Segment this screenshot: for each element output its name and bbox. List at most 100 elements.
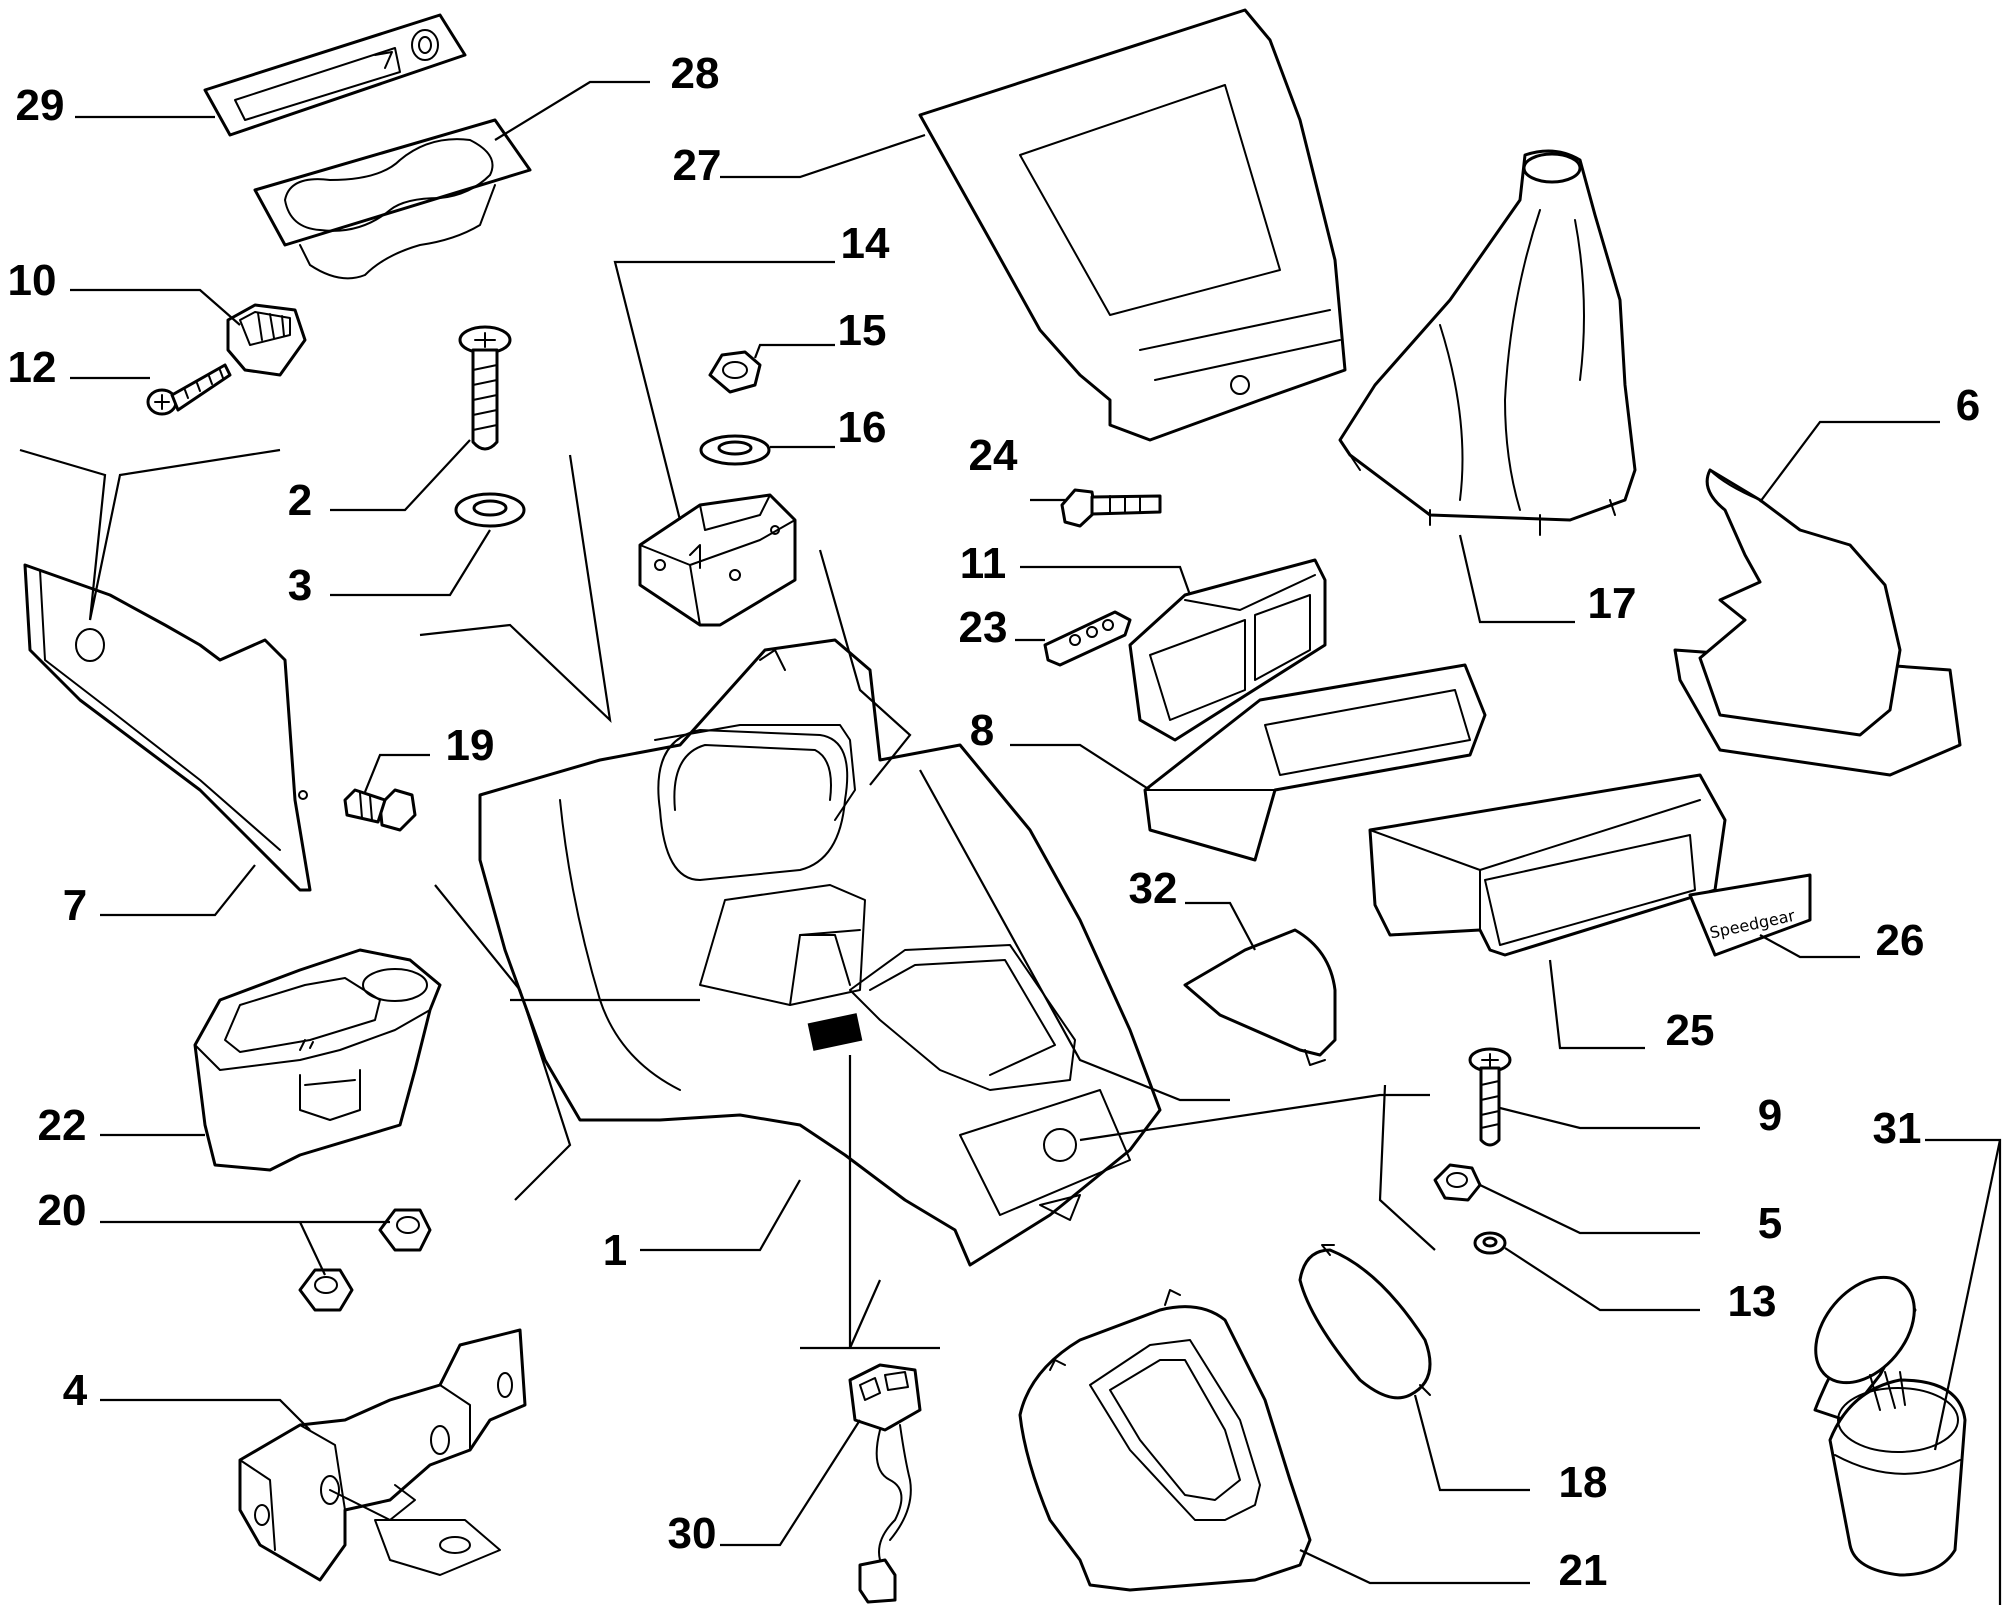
ref-line-console-left <box>419 454 612 724</box>
callout-11: 11 <box>960 539 1007 588</box>
part-nut-15 <box>708 350 762 394</box>
part-switch-30 <box>848 1363 922 1604</box>
leader-8 <box>1010 743 1151 791</box>
part-washer-16 <box>699 434 771 466</box>
leader-31b <box>1933 1139 2002 1451</box>
callout-5: 5 <box>1758 1199 1782 1248</box>
leader-18 <box>1413 1394 1530 1492</box>
leader-7 <box>100 864 256 917</box>
callout-2: 2 <box>288 476 312 525</box>
leader-32 <box>1185 901 1256 951</box>
part-nuts-20 <box>298 1208 432 1312</box>
callout-13: 13 <box>1728 1277 1777 1326</box>
callout-26: 26 <box>1876 916 1925 965</box>
part-connector-23 <box>1043 610 1132 667</box>
part-ashtray-31 <box>1813 1275 1967 1577</box>
callout-14: 14 <box>841 219 890 268</box>
part-upper-trim-27 <box>918 8 1347 442</box>
part-screw-9 <box>1468 1047 1512 1147</box>
part-bezel-11 <box>1128 558 1327 742</box>
callout-30: 30 <box>668 1509 717 1558</box>
part-bolt-24 <box>1060 488 1162 528</box>
part-cover-32 <box>1183 928 1337 1066</box>
callout-15: 15 <box>838 306 887 355</box>
callout-19: 19 <box>446 721 495 770</box>
leader-19 <box>363 753 430 793</box>
callout-22: 22 <box>38 1101 87 1150</box>
callout-16: 16 <box>838 403 887 452</box>
leader-17 <box>1458 534 1575 624</box>
callout-32: 32 <box>1129 864 1178 913</box>
part-washer-3 <box>454 492 526 528</box>
leader-14 <box>613 260 835 521</box>
leader-15 <box>753 343 835 359</box>
part-center-console <box>478 638 1162 1267</box>
part-clip-10 <box>226 303 307 377</box>
leader-25 <box>1548 959 1645 1050</box>
ref-line-panel <box>19 448 281 621</box>
part-boot-surround-21 <box>1018 1289 1312 1592</box>
callout-31: 31 <box>1873 1104 1922 1153</box>
callout-21: 21 <box>1559 1546 1608 1595</box>
ref-line-console-right-low <box>919 769 1230 1102</box>
part-cup-holder-28 <box>253 118 532 280</box>
leader-30 <box>720 1419 861 1547</box>
callout-25: 25 <box>1666 1006 1715 1055</box>
callout-24: 24 <box>969 431 1018 480</box>
part-storage-tray-8 <box>1143 663 1487 862</box>
part-side-panel-7 <box>23 563 312 892</box>
leader-21 <box>1299 1549 1530 1585</box>
ref-line-console-left-low <box>434 884 572 1201</box>
leader-3 <box>330 529 491 597</box>
part-screw-2 <box>458 325 512 451</box>
part-gear-boot-17 <box>1338 149 1637 536</box>
callout-28: 28 <box>671 49 720 98</box>
part-bracket-4 <box>238 1328 527 1582</box>
leader-1 <box>640 1179 801 1252</box>
callout-3: 3 <box>288 561 312 610</box>
callout-20: 20 <box>38 1186 87 1235</box>
leader-28 <box>494 80 650 141</box>
leader-4 <box>100 1398 311 1431</box>
ref-line-rear2 <box>1079 1093 1430 1142</box>
ref-line-console-right <box>818 549 912 786</box>
callout-8: 8 <box>970 706 994 755</box>
callout-18: 18 <box>1559 1458 1608 1507</box>
part-shifter-base-6 <box>1673 468 1962 777</box>
leader-5 <box>1479 1184 1700 1235</box>
leader-27 <box>720 133 926 179</box>
leader-13 <box>1504 1247 1700 1312</box>
callout-4: 4 <box>63 1366 88 1415</box>
leader-9 <box>1499 1106 1700 1130</box>
part-switch-panel-29 <box>203 13 467 137</box>
callout-6: 6 <box>1956 381 1980 430</box>
callout-7: 7 <box>63 881 87 930</box>
part-storage-tray-25 <box>1368 773 1727 957</box>
leader-26 <box>1759 934 1860 959</box>
ref-line-rear <box>1378 1084 1436 1251</box>
leader-6 <box>1759 420 1940 503</box>
part-bolt-19 <box>343 788 417 832</box>
callout-10: 10 <box>8 256 57 305</box>
callout-12: 12 <box>8 343 57 392</box>
part-washer-13 <box>1473 1231 1507 1255</box>
ref-line-switch-v <box>848 1055 882 1349</box>
callout-9: 9 <box>1758 1091 1782 1140</box>
leader-11 <box>1020 565 1192 596</box>
callout-labels: 1 2 3 4 5 6 7 8 9 10 11 12 13 14 15 16 1… <box>8 49 1981 1595</box>
leader-10 <box>70 288 241 326</box>
part-nut-5 <box>1433 1163 1482 1202</box>
leader-20b <box>299 1221 326 1276</box>
callout-27: 27 <box>673 141 722 190</box>
callout-23: 23 <box>959 603 1008 652</box>
part-cover-18 <box>1298 1244 1432 1400</box>
part-storage-bin-22 <box>193 948 442 1172</box>
part-bracket-14 <box>638 493 797 627</box>
leader-lines <box>19 80 2002 1605</box>
callout-1: 1 <box>603 1226 627 1275</box>
callout-17: 17 <box>1588 579 1637 628</box>
leader-2 <box>330 439 471 512</box>
part-screw-12 <box>146 363 232 416</box>
callout-29: 29 <box>16 81 65 130</box>
